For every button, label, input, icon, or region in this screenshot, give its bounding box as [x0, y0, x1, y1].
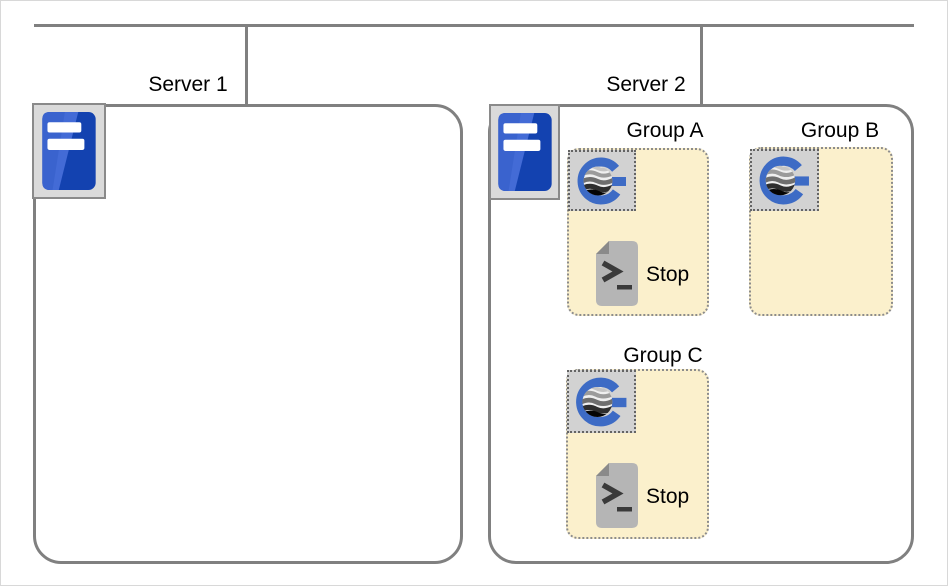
g-app-icon — [750, 149, 819, 211]
group-a-label: Group A — [626, 119, 704, 142]
server-2-connector-line — [700, 24, 703, 105]
stop-label: Stop — [646, 263, 690, 286]
g-app-icon — [568, 150, 636, 211]
terminal-script-icon — [594, 240, 640, 307]
group-b-label: Group B — [800, 119, 880, 142]
stop-label: Stop — [646, 485, 690, 508]
network-bus-line — [34, 24, 914, 27]
terminal-script-icon — [594, 462, 640, 529]
server-1-connector-line — [245, 24, 248, 105]
group-c-label: Group C — [623, 344, 703, 367]
server-icon — [489, 104, 560, 200]
g-app-icon — [567, 370, 636, 433]
server-1-label: Server 1 — [148, 73, 228, 96]
server-2-label: Server 2 — [606, 73, 686, 96]
server-icon — [32, 103, 106, 199]
